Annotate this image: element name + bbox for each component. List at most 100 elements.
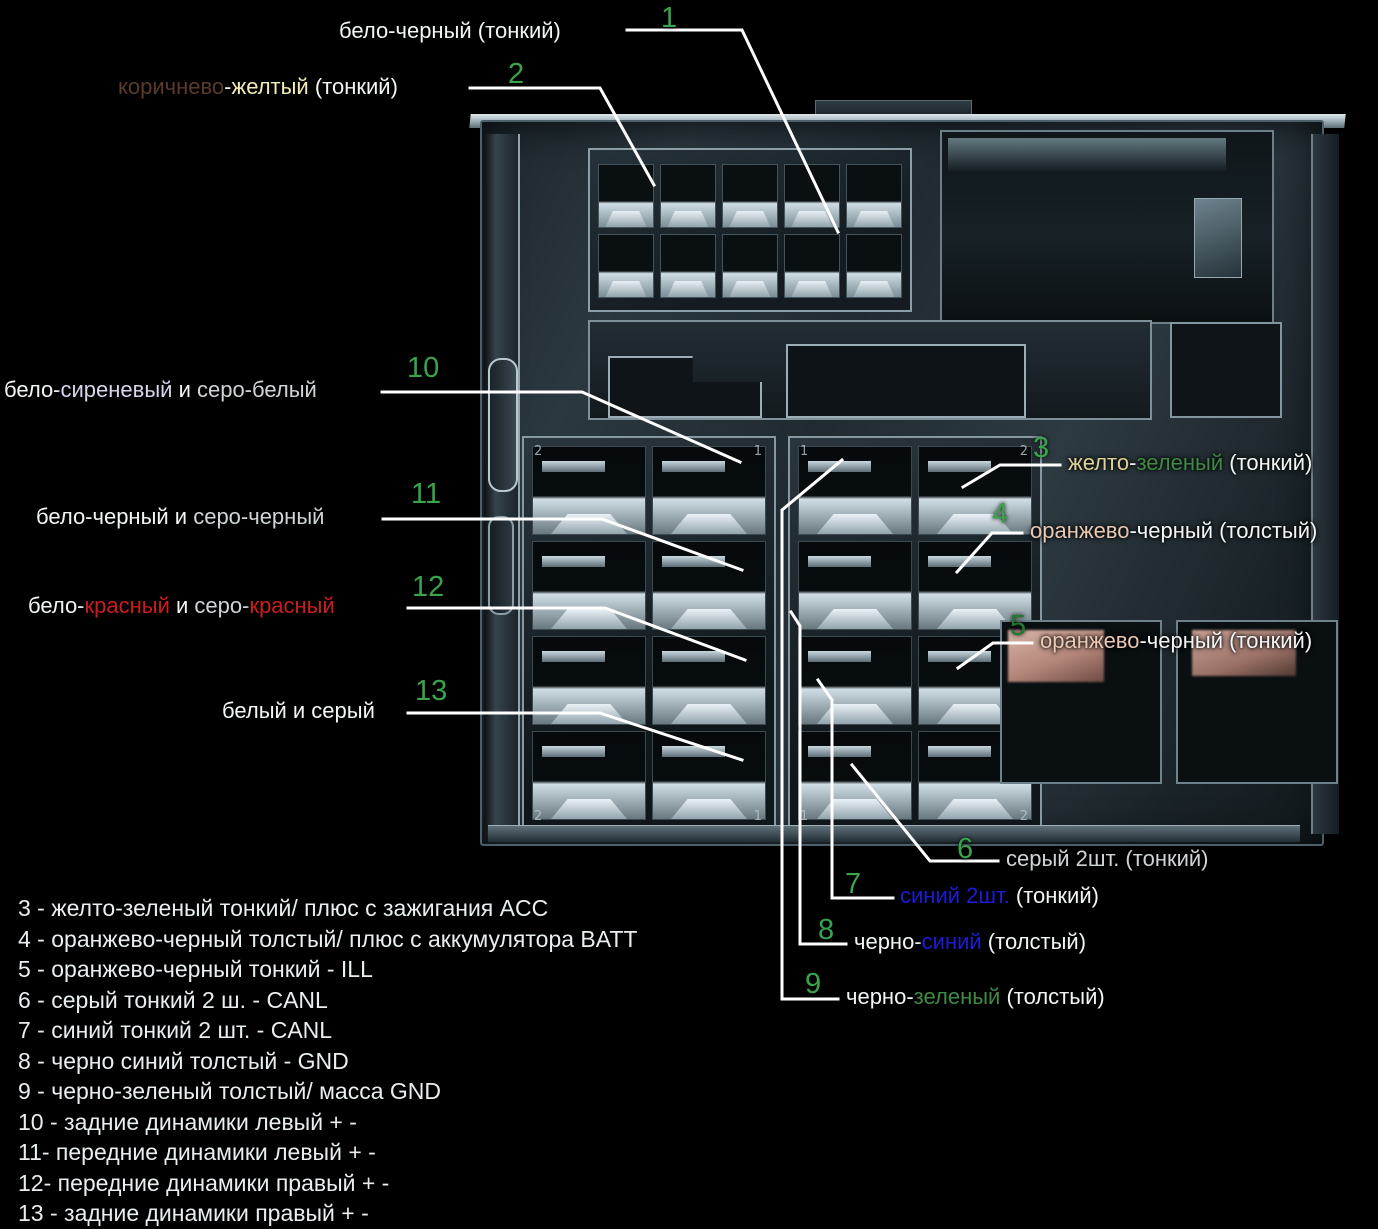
label-text: красный — [84, 593, 170, 618]
contact-slot — [918, 446, 1032, 535]
callout-label-6: серый 2шт. (тонкий) — [1006, 848, 1209, 870]
callout-number-1: 1 — [661, 2, 678, 34]
callout-number-4: 4 — [992, 498, 1009, 530]
callout-label-3: желто-зеленый (тонкий) — [1068, 452, 1312, 474]
contact-slot — [532, 541, 646, 630]
connector-bottom-rail — [488, 825, 1300, 842]
diagram-canvas: 2 1 2 1 1 2 1 2 — [0, 0, 1378, 1200]
contact-slot — [798, 446, 912, 535]
callout-number-3: 3 — [1033, 432, 1050, 464]
contact-slot — [652, 731, 766, 820]
pin-slot — [846, 164, 902, 228]
callout-number-7: 7 — [845, 868, 862, 900]
legend-item: 7 - синий тонкий 2 шт. - CANL — [18, 1017, 333, 1043]
label-text: бело- — [4, 377, 61, 402]
contact-slot — [798, 731, 912, 820]
label-text: бело-черный и — [36, 504, 194, 529]
callout-label-7: синий 2шт. (тонкий) — [900, 885, 1099, 907]
pin-slot — [660, 234, 716, 298]
legend-item: 13 - задние динамики правый + - — [18, 1200, 369, 1226]
pin-slot — [722, 164, 778, 228]
pin-slot — [722, 234, 778, 298]
label-text: серо-черный — [193, 504, 325, 529]
legend-item: 10 - задние динамики левый + - — [18, 1108, 357, 1135]
pin-mark: 2 — [1019, 809, 1028, 824]
label-text: черно- — [846, 984, 914, 1009]
brown-connector-block — [588, 148, 912, 312]
callout-number-11: 11 — [411, 478, 442, 510]
pin-mark: 1 — [800, 809, 809, 824]
connector-mid-ledge — [588, 320, 1152, 420]
ledge-notch-left — [608, 356, 762, 418]
label-text: (тонкий) — [308, 74, 398, 99]
pin-mark: 1 — [753, 809, 762, 824]
callout-label-8: черно-синий (толстый) — [854, 931, 1086, 953]
label-text: зеленый — [913, 984, 1001, 1009]
callout-label-1: бело-черный (тонкий) — [339, 20, 561, 42]
label-text: оранжево — [1040, 628, 1140, 653]
label-text: белый и серый — [222, 698, 375, 723]
bay-highlight — [948, 138, 1226, 172]
pin-slot — [598, 164, 654, 228]
label-text: серый 2шт. (тонкий) — [1006, 846, 1209, 871]
bay-key-tab — [1194, 198, 1242, 278]
callout-label-5: оранжево-черный (тонкий) — [1040, 630, 1312, 652]
label-text: -черный (толстый) — [1129, 518, 1318, 543]
pin-mark: 1 — [753, 444, 762, 459]
callout-number-10: 10 — [407, 352, 440, 384]
callout-number-12: 12 — [412, 571, 445, 603]
pin-slot — [598, 234, 654, 298]
pin-legend-list: 3 - желто-зеленый тонкий/ плюс с зажиган… — [18, 893, 637, 1229]
label-text: синий — [921, 929, 982, 954]
pin-slot — [660, 164, 716, 228]
callout-label-2: коричнево-желтый (тонкий) — [118, 76, 398, 98]
pin-mark: 2 — [534, 444, 543, 459]
contact-slot — [798, 636, 912, 725]
label-text: бело- — [28, 593, 85, 618]
pin-slot — [784, 234, 840, 298]
label-text: и — [172, 377, 197, 402]
pin-slot — [846, 234, 902, 298]
label-text: синий 2шт. — [900, 883, 1010, 908]
contact-slot — [532, 446, 646, 535]
legend-item: 6 - серый тонкий 2 ш. - CANL — [18, 986, 328, 1013]
contact-slot — [532, 731, 646, 820]
connector-photo: 2 1 2 1 1 2 1 2 — [469, 100, 1346, 848]
label-text: (толстый) — [1000, 984, 1105, 1009]
label-text: черно- — [854, 929, 922, 954]
legend-item: 11- передние динамики левый + - — [18, 1139, 376, 1165]
legend-item: 4 - оранжево-черный толстый/ плюс с акку… — [18, 925, 638, 952]
contact-slot — [652, 541, 766, 630]
label-text: оранжево — [1030, 518, 1130, 543]
legend-item: 5 - оранжево-черный тонкий - ILL — [18, 956, 373, 982]
label-text: - — [1129, 450, 1137, 475]
label-text: серо-белый — [196, 377, 317, 402]
lower-bay-right — [1176, 620, 1338, 784]
callout-label-4: оранжево-черный (толстый) — [1030, 520, 1317, 542]
callout-label-12: бело-красный и серо-красный — [28, 595, 335, 617]
copper-contact — [1192, 630, 1296, 676]
label-text: серо- — [194, 593, 250, 618]
callout-label-11: бело-черный и серо-черный — [36, 506, 324, 528]
label-text: (тонкий) — [1009, 883, 1099, 908]
pin-mark: 1 — [800, 444, 809, 459]
callout-number-2: 2 — [508, 58, 525, 90]
connector-upper-bay — [940, 130, 1274, 324]
pin-slot — [784, 164, 840, 228]
connector-latch-upper — [488, 358, 518, 492]
label-text: -черный (тонкий) — [1139, 628, 1313, 653]
label-text: (толстый) — [981, 929, 1087, 954]
label-text: желтый — [231, 74, 309, 99]
label-text: зеленый — [1136, 450, 1224, 475]
callout-label-10: бело-сиреневый и серо-белый — [4, 379, 317, 401]
label-text: (тонкий) — [1223, 450, 1313, 475]
brown-block-row-top — [598, 164, 902, 228]
callout-number-5: 5 — [1010, 610, 1027, 642]
legend-item: 9 - черно-зеленый толстый/ масса GND — [18, 1078, 442, 1104]
callout-number-13: 13 — [415, 675, 448, 707]
label-text: - — [224, 74, 232, 99]
brown-block-row-bottom — [598, 234, 902, 298]
label-text: желто — [1068, 450, 1130, 475]
callout-number-6: 6 — [957, 833, 974, 865]
callout-label-9: черно-зеленый (толстый) — [846, 986, 1105, 1008]
